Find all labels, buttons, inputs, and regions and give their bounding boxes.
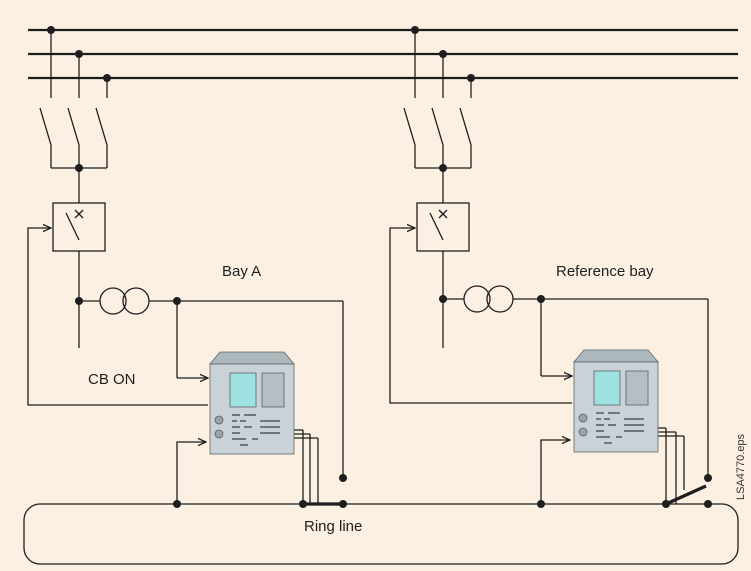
reference-bay-circuit (389, 26, 712, 508)
file-reference-label: LSA4770.eps (735, 433, 747, 500)
bay-a-label: Bay A (222, 263, 261, 280)
protection-device-reference-bay (573, 349, 659, 453)
disconnector-bay-a (39, 107, 108, 146)
cb-on-label: CB ON (88, 371, 136, 388)
disconnector-reference-bay (403, 107, 472, 146)
ring-line-label: Ring line (304, 518, 362, 535)
ring-line-loop (23, 503, 739, 565)
busbars (28, 28, 738, 80)
reference-bay-label: Reference bay (556, 263, 654, 280)
protection-device-bay-a (209, 351, 295, 455)
